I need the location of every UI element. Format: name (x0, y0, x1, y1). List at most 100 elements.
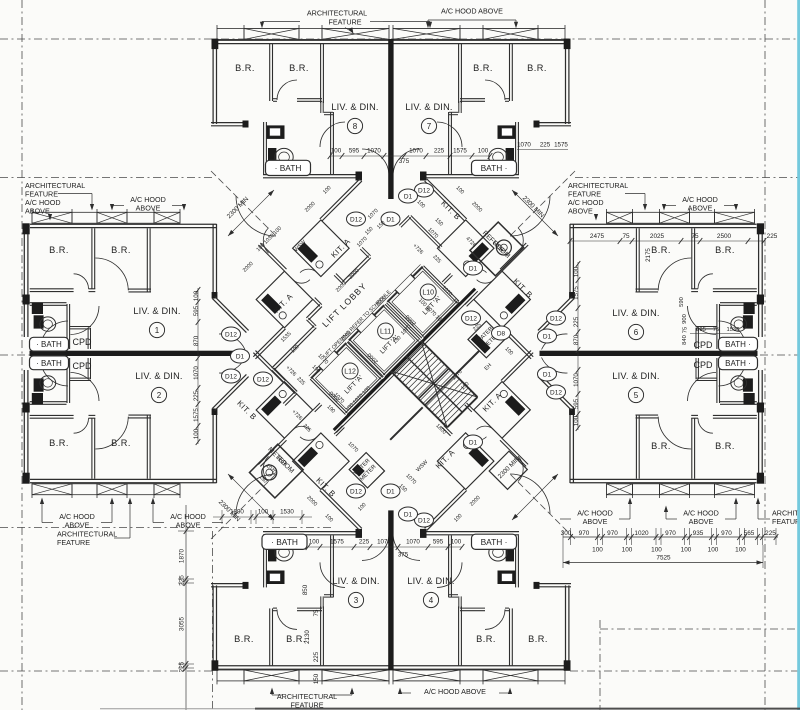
svg-text:D1: D1 (386, 216, 395, 223)
svg-text:225: 225 (573, 316, 580, 327)
svg-text:BATH ·: BATH · (481, 537, 508, 547)
svg-text:840: 840 (682, 335, 688, 345)
svg-text:D12: D12 (257, 376, 269, 383)
svg-text:EH: EH (484, 362, 494, 372)
svg-text:D1: D1 (404, 193, 413, 200)
svg-text:2025: 2025 (650, 233, 665, 240)
svg-text:870: 870 (573, 334, 580, 345)
svg-text:A/C HOOD: A/C HOOD (568, 198, 604, 207)
svg-text:100: 100 (193, 428, 200, 439)
svg-text:225: 225 (540, 142, 551, 149)
svg-text:1070: 1070 (406, 539, 420, 546)
svg-text:LIV. & DIN.: LIV. & DIN. (133, 306, 180, 316)
svg-text:850: 850 (302, 584, 309, 595)
svg-text:B.R.: B.R. (473, 63, 493, 73)
svg-text:100: 100 (573, 266, 580, 277)
svg-text:5: 5 (634, 391, 639, 400)
svg-text:B.R.: B.R. (49, 245, 69, 255)
svg-text:225: 225 (359, 539, 370, 546)
svg-text:75: 75 (313, 609, 320, 616)
svg-text:1070: 1070 (193, 366, 200, 380)
svg-text:D8: D8 (497, 330, 506, 337)
svg-text:D12: D12 (350, 488, 362, 495)
svg-text:225: 225 (313, 651, 320, 662)
svg-text:B.R.: B.R. (286, 634, 306, 644)
svg-text:100: 100 (651, 547, 662, 554)
svg-text:CPD: CPD (72, 361, 92, 371)
svg-text:2475: 2475 (590, 233, 605, 240)
svg-text:3055: 3055 (179, 616, 186, 631)
svg-text:150: 150 (257, 474, 268, 485)
svg-text:FEATURE: FEATURE (328, 18, 361, 27)
svg-text:BATH ·: BATH · (725, 359, 751, 368)
svg-text:B.R.: B.R. (528, 634, 548, 644)
svg-text:B.R.: B.R. (651, 245, 671, 255)
svg-text:1575: 1575 (330, 539, 344, 546)
svg-text:100: 100 (592, 547, 603, 554)
svg-text:ABOVE: ABOVE (568, 207, 593, 216)
svg-text:B.R.: B.R. (476, 634, 496, 644)
svg-text:1870: 1870 (179, 548, 186, 563)
svg-text:190: 190 (310, 364, 321, 375)
svg-text:1575: 1575 (573, 286, 580, 300)
svg-text:190: 190 (451, 297, 462, 308)
svg-text:· BATH: · BATH (271, 537, 298, 547)
svg-text:B.R.: B.R. (111, 245, 131, 255)
svg-text:75: 75 (713, 327, 719, 333)
svg-text:FEATURE: FEATURE (57, 538, 90, 547)
svg-text:870: 870 (193, 335, 200, 346)
svg-text:970: 970 (721, 530, 732, 537)
svg-text:ABOVE: ABOVE (176, 521, 201, 530)
svg-text:1890: 1890 (230, 509, 244, 516)
svg-text:L12: L12 (344, 369, 356, 376)
svg-text:100: 100 (573, 415, 580, 426)
svg-text:CPD: CPD (72, 337, 92, 347)
svg-text:L11: L11 (380, 329, 391, 336)
svg-text:100: 100 (323, 513, 334, 524)
svg-text:75: 75 (622, 233, 630, 240)
svg-text:375: 375 (399, 158, 410, 165)
svg-text:· BATH: · BATH (275, 163, 302, 173)
svg-text:A/C HOOD: A/C HOOD (25, 198, 61, 207)
svg-text:100: 100 (681, 547, 692, 554)
svg-text:A/C HOOD: A/C HOOD (683, 509, 719, 518)
svg-text:1: 1 (155, 326, 160, 335)
svg-text:ARCHITECTU: ARCHITECTU (772, 509, 800, 518)
svg-text:1530: 1530 (280, 509, 294, 516)
svg-text:B.R.: B.R. (111, 438, 131, 448)
svg-text:A/C HOOD ABOVE: A/C HOOD ABOVE (424, 687, 486, 696)
svg-text:D12: D12 (225, 331, 237, 338)
svg-text:D1: D1 (404, 511, 413, 518)
svg-text:1070: 1070 (573, 373, 580, 387)
svg-text:1070: 1070 (409, 148, 423, 155)
svg-text:225: 225 (301, 423, 312, 434)
svg-text:225: 225 (434, 148, 445, 155)
svg-text:7525: 7525 (656, 555, 671, 562)
svg-text:D1: D1 (543, 371, 552, 378)
svg-text:100: 100 (478, 148, 489, 155)
svg-text:LIV. & DIN.: LIV. & DIN. (612, 371, 659, 381)
svg-text:ARCHITECTURAL: ARCHITECTURAL (277, 692, 337, 701)
svg-text:L10: L10 (422, 290, 434, 297)
svg-text:D12: D12 (350, 216, 362, 223)
svg-text:150: 150 (376, 220, 387, 231)
svg-text:A/C HOOD ABOVE: A/C HOOD ABOVE (441, 7, 503, 16)
svg-text:ABOVE: ABOVE (688, 204, 713, 213)
svg-text:1575: 1575 (554, 142, 568, 149)
svg-text:CPD: CPD (693, 340, 713, 350)
svg-text:B.R.: B.R. (234, 634, 254, 644)
svg-text:2: 2 (157, 391, 162, 400)
svg-text:BATH ·: BATH · (481, 163, 508, 173)
svg-text:B.R.: B.R. (715, 441, 735, 451)
svg-text:FEATURE: FEATURE (290, 701, 323, 710)
svg-text:595: 595 (573, 398, 580, 409)
svg-text:LIV. & DIN.: LIV. & DIN. (405, 102, 452, 112)
svg-text:4: 4 (429, 596, 434, 605)
svg-text:100: 100 (735, 547, 746, 554)
svg-text:970: 970 (607, 530, 618, 537)
svg-text:ABOVE: ABOVE (583, 517, 608, 526)
svg-text:1070: 1070 (367, 148, 381, 155)
svg-text:2500: 2500 (717, 233, 732, 240)
svg-text:B.R.: B.R. (235, 63, 255, 73)
svg-text:375: 375 (398, 552, 409, 559)
